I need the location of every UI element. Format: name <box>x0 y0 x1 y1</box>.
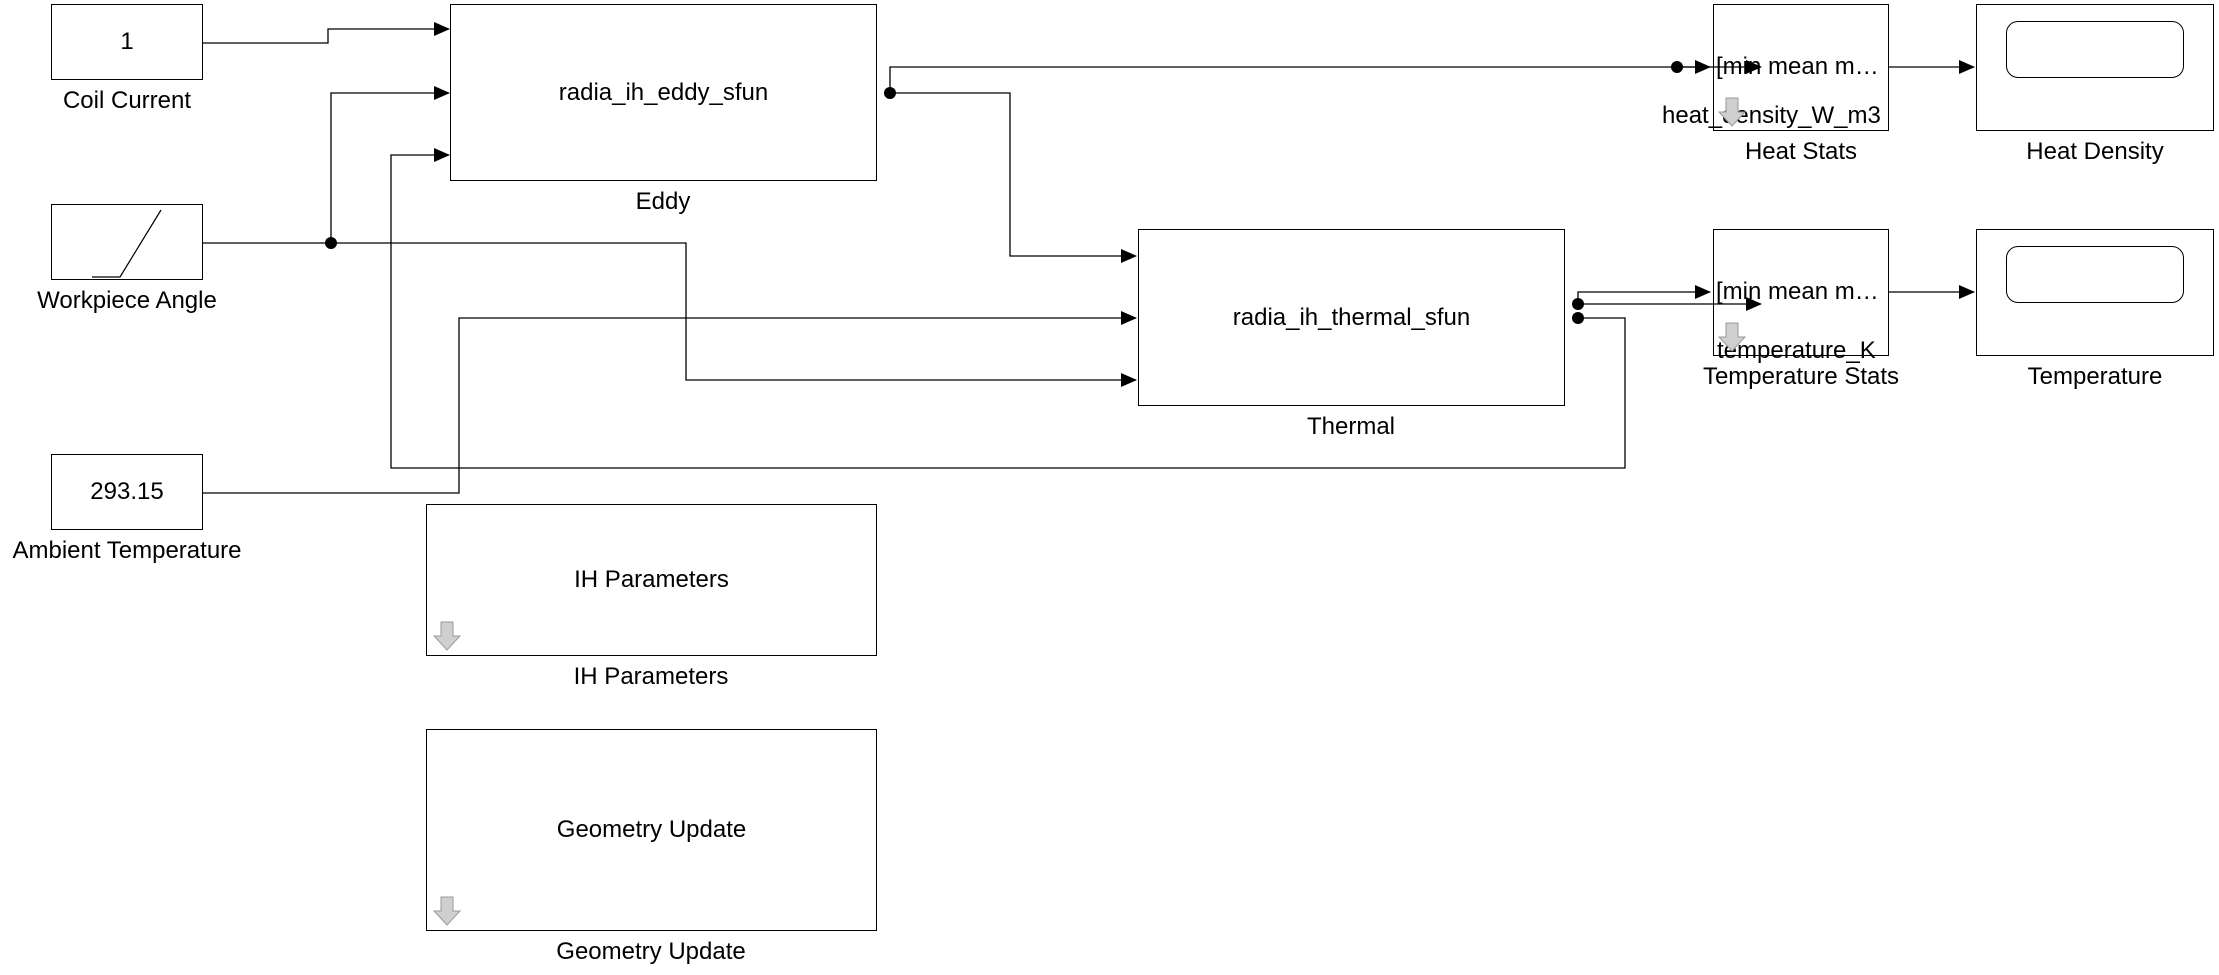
line-ambient-to-thermal <box>203 311 1137 494</box>
temperature-stats-block[interactable]: [min mean m… <box>1713 229 1889 356</box>
ambient-temperature-label: Ambient Temperature <box>12 537 242 564</box>
coil-current-value: 1 <box>120 28 134 55</box>
coil-current-label: Coil Current <box>62 87 192 114</box>
heat-density-scope-block[interactable] <box>1976 4 2214 131</box>
temperature-stats-label: Temperature Stats <box>1702 363 1900 390</box>
heat-stats-label: Heat Stats <box>1744 138 1858 165</box>
ih-parameters-label: IH Parameters <box>573 663 729 690</box>
line-angle-main <box>203 242 1137 387</box>
down-arrow-icon <box>433 896 461 926</box>
eddy-block[interactable]: radia_ih_eddy_sfun <box>450 4 877 181</box>
junction-thermal-a <box>1572 298 1584 310</box>
temperature-scope-block[interactable] <box>1976 229 2214 356</box>
line-thermal-to-tempstats <box>1577 285 1711 304</box>
eddy-label: Eddy <box>635 188 691 215</box>
temperature-workspace-var: temperature_K <box>1717 337 1876 364</box>
heat-stats-block[interactable]: [min mean m… <box>1713 4 1889 131</box>
scope-icon <box>2006 246 2184 303</box>
ih-parameters-content: IH Parameters <box>574 566 729 593</box>
down-arrow-icon <box>1718 322 1746 352</box>
junction-eddy-out <box>884 87 896 99</box>
ambient-temperature-value: 293.15 <box>90 478 164 505</box>
geometry-update-label: Geometry Update <box>556 938 746 965</box>
ramp-icon <box>92 209 162 278</box>
heat-stats-content: [min mean m… <box>1716 53 1879 80</box>
ih-parameters-block[interactable]: IH Parameters <box>426 504 877 656</box>
line-eddy-to-heatstats <box>889 60 1711 93</box>
down-arrow-icon <box>433 621 461 651</box>
junction-heat <box>1671 61 1683 73</box>
junction-thermal-b <box>1572 312 1584 324</box>
ambient-temperature-block[interactable]: 293.15 <box>51 454 203 530</box>
geometry-update-content: Geometry Update <box>556 816 747 843</box>
eddy-sfun-name: radia_ih_eddy_sfun <box>558 78 769 106</box>
line-coil-to-eddy <box>203 22 450 44</box>
geometry-update-block[interactable]: Geometry Update <box>426 729 877 931</box>
thermal-label: Thermal <box>1306 413 1396 440</box>
workpiece-angle-label: Workpiece Angle <box>37 287 217 314</box>
heat-density-scope-label: Heat Density <box>2026 138 2164 165</box>
workpiece-angle-block[interactable] <box>51 204 203 280</box>
coil-current-block[interactable]: 1 <box>51 4 203 80</box>
line-eddy-to-thermal <box>890 92 1137 263</box>
temperature-scope-label: Temperature <box>2027 363 2163 390</box>
scope-icon <box>2006 21 2184 78</box>
line-angle-to-eddy <box>330 86 450 243</box>
heat-workspace-var: heat_density_W_m3 <box>1662 102 1881 129</box>
junction-angle <box>325 237 337 249</box>
line-thermal-feedback <box>390 148 1626 469</box>
thermal-block[interactable]: radia_ih_thermal_sfun <box>1138 229 1565 406</box>
temperature-stats-content: [min mean m… <box>1716 278 1879 305</box>
down-arrow-icon <box>1718 97 1746 127</box>
thermal-sfun-name: radia_ih_thermal_sfun <box>1232 303 1471 331</box>
